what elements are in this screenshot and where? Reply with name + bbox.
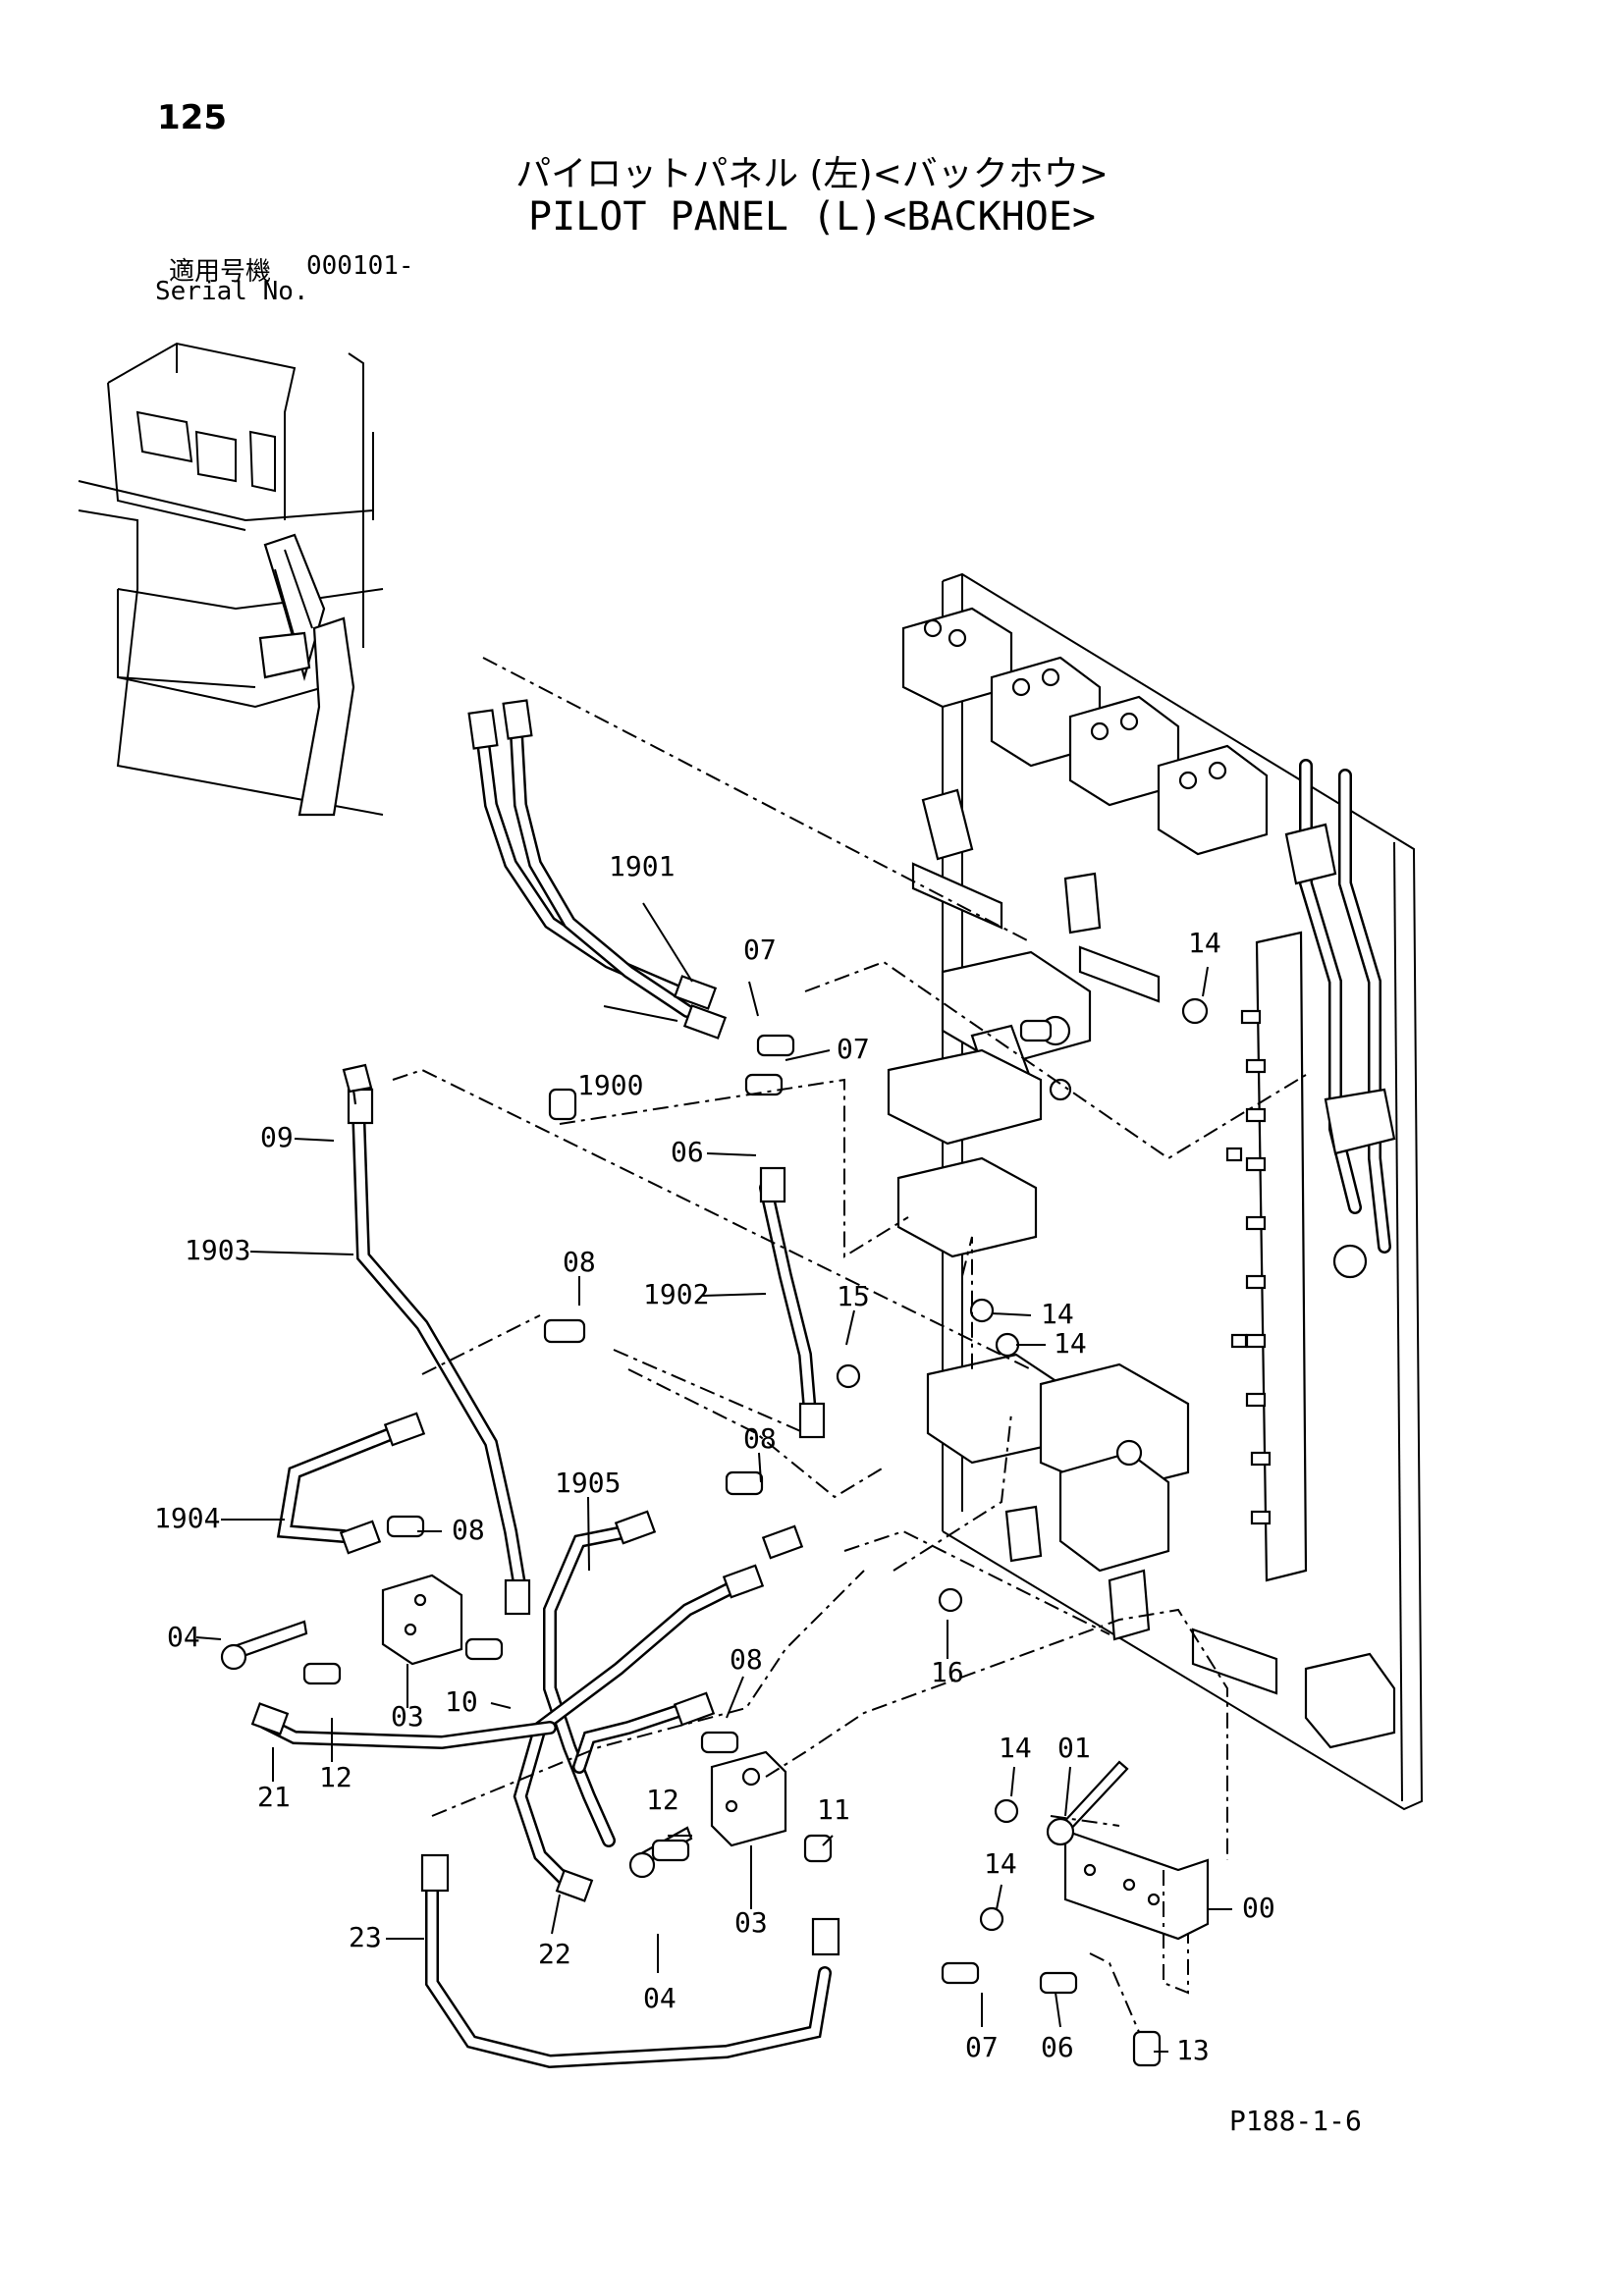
callout-06: 06 — [671, 1136, 704, 1168]
callout-14: 14 — [984, 1847, 1017, 1880]
assembly-reference-lines — [392, 657, 1307, 2033]
callout-1904: 1904 — [154, 1502, 220, 1534]
callout-07: 07 — [837, 1033, 870, 1065]
callout-15: 15 — [837, 1280, 870, 1312]
callout-22: 22 — [538, 1938, 571, 1970]
serial-label-japanese: 適用号機 — [169, 257, 272, 287]
title-japanese: パイロットパネル (左)<バックホウ> — [515, 154, 1109, 194]
callout-08: 08 — [452, 1514, 485, 1546]
callout-04: 04 — [643, 1982, 677, 2014]
machine-locator-sketch — [78, 342, 384, 817]
callout-1900: 1900 — [577, 1069, 643, 1101]
callout-leaders — [195, 902, 1232, 2053]
callout-12: 12 — [319, 1761, 352, 1793]
callout-13: 13 — [1176, 2034, 1210, 2066]
callout-01: 01 — [1057, 1732, 1091, 1764]
callout-14: 14 — [1054, 1327, 1087, 1360]
part-callout-labels: 1901 1900 07 07 14 09 06 1903 08 1902 15… — [154, 850, 1275, 2066]
callout-12: 12 — [646, 1784, 679, 1816]
callout-14: 14 — [1041, 1298, 1074, 1330]
rail-fittings — [1225, 1009, 1272, 1525]
page-code: P188-1-6 — [1229, 2105, 1362, 2137]
callout-00: 00 — [1242, 1892, 1275, 1924]
callout-23: 23 — [349, 1921, 382, 1953]
callout-09: 09 — [260, 1121, 294, 1153]
callout-08: 08 — [743, 1422, 777, 1455]
callout-08: 08 — [730, 1643, 763, 1676]
callout-10: 10 — [445, 1685, 478, 1718]
callout-03: 03 — [734, 1906, 768, 1939]
mounting-brackets — [911, 788, 1308, 1695]
hose-end-fittings — [250, 699, 840, 1956]
callout-21: 21 — [257, 1781, 291, 1813]
callout-14: 14 — [1188, 927, 1221, 959]
callout-1901: 1901 — [609, 850, 675, 882]
right-hose-risers — [1284, 759, 1396, 1749]
callout-03: 03 — [391, 1700, 424, 1733]
callout-1903: 1903 — [185, 1234, 250, 1266]
bolts-and-fittings — [220, 997, 1209, 2067]
callout-07: 07 — [965, 2031, 999, 2063]
callout-1905: 1905 — [555, 1467, 621, 1499]
serial-label-english: Serial No. — [155, 277, 309, 306]
callout-16: 16 — [931, 1656, 964, 1688]
callout-07: 07 — [743, 934, 777, 966]
page-number: 125 — [157, 98, 227, 137]
title-english: PILOT PANEL (L)<BACKHOE> — [528, 194, 1096, 240]
callout-08: 08 — [563, 1246, 596, 1278]
callout-11: 11 — [817, 1793, 850, 1826]
serial-number: 000101- — [306, 251, 414, 281]
callout-14: 14 — [999, 1732, 1032, 1764]
callout-04: 04 — [167, 1621, 200, 1653]
callout-06: 06 — [1041, 2031, 1074, 2063]
valve-block-row — [901, 607, 1269, 856]
hose-assemblies — [258, 710, 832, 2069]
solenoid-valve-assembly — [887, 950, 1190, 1573]
callout-1902: 1902 — [643, 1278, 709, 1310]
